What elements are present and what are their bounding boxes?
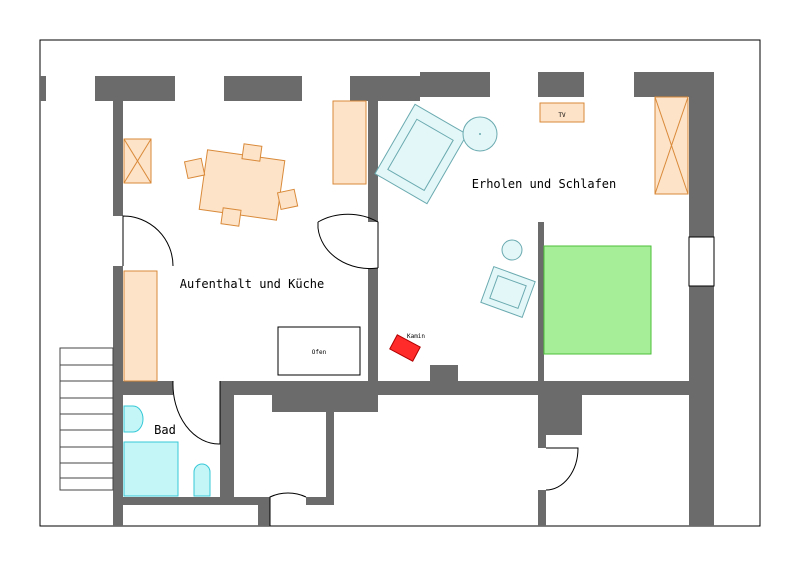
chair-4: [220, 207, 242, 227]
room-label-rest-sleep: Erholen und Schlafen: [472, 177, 617, 191]
fireplace: [389, 334, 421, 362]
door-middle: [317, 213, 379, 268]
toilet: [193, 463, 211, 497]
table-center: [479, 133, 481, 135]
tv-stand: [539, 102, 585, 123]
room-label-living-kitchen: Aufenthalt und Küche: [180, 277, 325, 291]
dining-table: [198, 149, 286, 221]
kitchen-counter: [123, 270, 158, 382]
bed: [543, 245, 652, 355]
walls: [40, 72, 714, 526]
shower-tray: [123, 441, 179, 497]
chair-3: [276, 188, 299, 211]
chair-1: [241, 143, 263, 162]
tv-label: TV: [558, 112, 566, 119]
chair-2: [183, 157, 206, 180]
wood-furniture: [123, 96, 689, 382]
round-stool: [501, 239, 523, 261]
room-label-bath: Bad: [154, 423, 176, 437]
doors: [122, 213, 579, 526]
armchair: [480, 265, 536, 319]
bath-fixtures: [123, 405, 211, 497]
sink: [123, 405, 144, 433]
oven-label: Ofen: [312, 349, 327, 356]
oven: [277, 326, 361, 376]
sideboard: [332, 100, 367, 185]
cyan-furniture: [374, 103, 536, 319]
door-left: [122, 215, 174, 267]
armchair-seat: [489, 274, 527, 310]
stairs: [59, 347, 114, 491]
sofa: [374, 103, 468, 205]
sofa-seat: [387, 118, 454, 192]
fireplace-label: Kamin: [407, 333, 425, 340]
window-right: [688, 236, 715, 287]
